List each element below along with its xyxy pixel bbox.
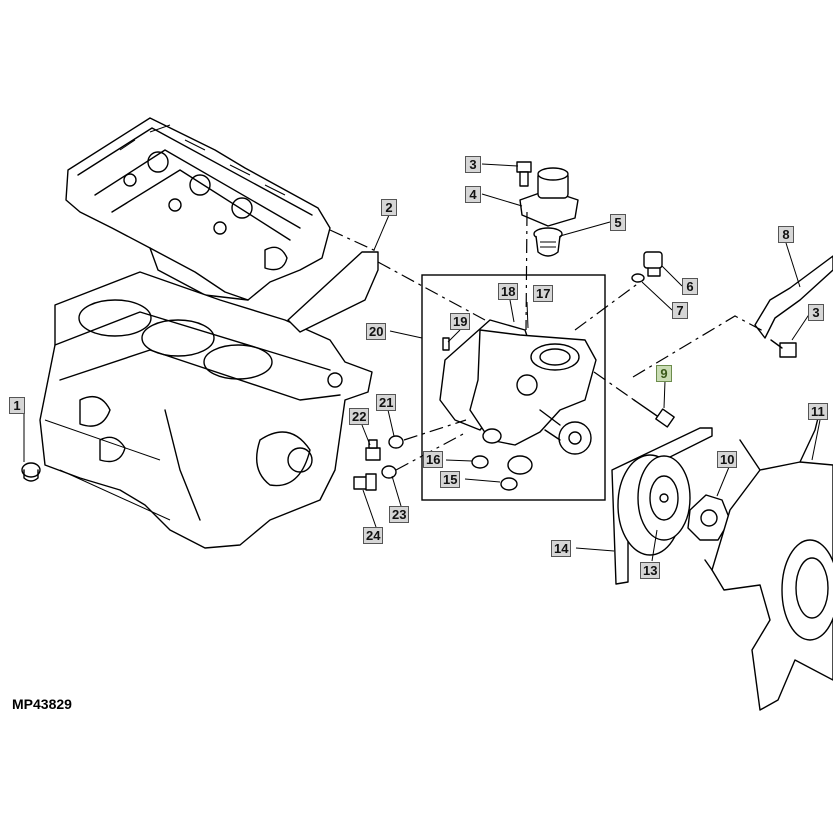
assembly-line	[632, 315, 766, 378]
callout-13[interactable]: 13	[640, 562, 661, 579]
callout-16[interactable]: 16	[423, 451, 444, 468]
cooling-fan	[704, 409, 833, 711]
pump-bolt-highlighted	[633, 399, 675, 428]
callout-20[interactable]: 20	[366, 323, 387, 340]
leader-lines	[23, 163, 821, 562]
sensor-washer	[388, 435, 404, 449]
callout-1[interactable]: 1	[9, 397, 25, 414]
drain-plug	[21, 462, 41, 482]
head-gasket-plate	[287, 251, 379, 333]
callout-3-bracket-bolt[interactable]: 3	[808, 304, 824, 321]
cover-bolt	[516, 161, 532, 187]
cylinder-block	[39, 271, 373, 549]
callout-18[interactable]: 18	[498, 283, 519, 300]
callout-8[interactable]: 8	[778, 226, 794, 243]
water-pump-group-frame	[421, 274, 606, 501]
callout-22[interactable]: 22	[349, 408, 370, 425]
assembly-line	[525, 211, 528, 331]
diagram-reference-code: MP43829	[12, 696, 72, 712]
callout-7[interactable]: 7	[672, 302, 688, 319]
callout-10[interactable]: 10	[717, 451, 738, 468]
assembly-line	[574, 281, 641, 331]
callout-17[interactable]: 17	[533, 285, 554, 302]
fan-pulley	[617, 454, 691, 556]
pump-bolt	[442, 337, 450, 351]
callout-21[interactable]: 21	[376, 394, 397, 411]
cylinder-head	[65, 117, 331, 301]
callout-11[interactable]: 11	[808, 403, 828, 420]
callout-23[interactable]: 23	[389, 506, 410, 523]
washer	[631, 273, 645, 283]
callout-2[interactable]: 2	[381, 199, 397, 216]
assembly-line	[329, 229, 379, 253]
fan-bracket	[754, 255, 833, 339]
callout-9-highlighted[interactable]: 9	[656, 365, 672, 382]
callout-5[interactable]: 5	[610, 214, 626, 231]
bracket-bolt	[770, 339, 797, 358]
thermostat	[533, 227, 563, 257]
thermostat-cover	[519, 167, 579, 227]
callout-24[interactable]: 24	[363, 527, 384, 544]
callout-6[interactable]: 6	[682, 278, 698, 295]
assembly-line	[593, 371, 635, 401]
temperature-sensor	[365, 439, 381, 461]
temperature-switch	[353, 473, 377, 491]
plug	[643, 251, 663, 277]
water-pump-housing	[469, 329, 597, 475]
fan-spacer	[687, 494, 731, 541]
callout-15[interactable]: 15	[440, 471, 461, 488]
o-ring	[471, 455, 489, 469]
callout-3-cover-bolt[interactable]: 3	[465, 156, 481, 173]
sensor-seal	[381, 465, 397, 479]
callout-14[interactable]: 14	[551, 540, 572, 557]
callout-4[interactable]: 4	[465, 186, 481, 203]
o-ring	[500, 477, 518, 491]
assembly-line	[377, 261, 486, 321]
assembly-line	[403, 419, 467, 441]
callout-19[interactable]: 19	[450, 313, 471, 330]
